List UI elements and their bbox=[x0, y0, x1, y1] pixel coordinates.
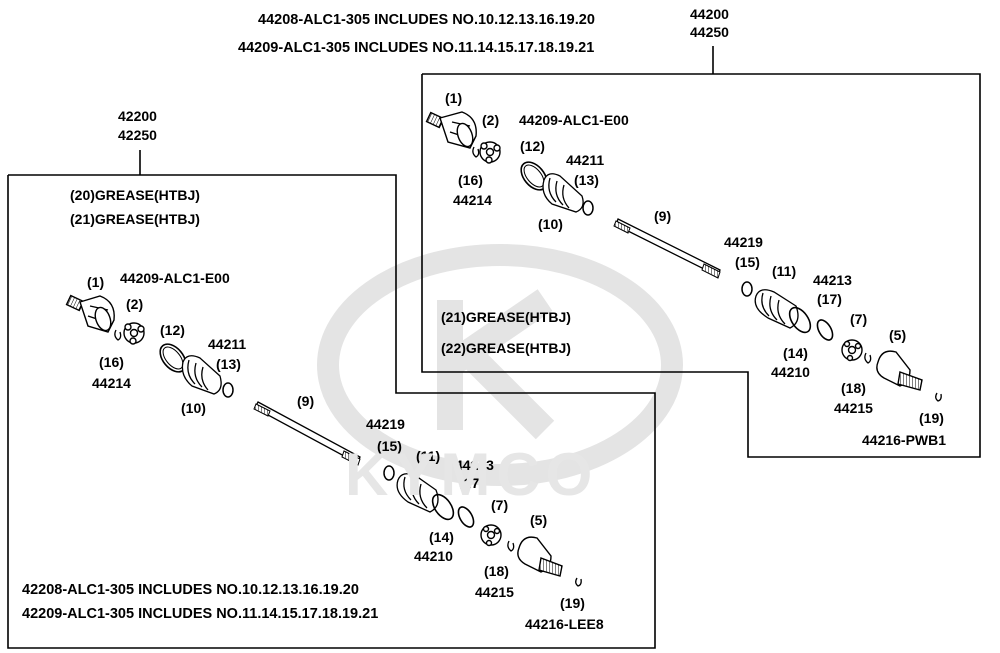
right-label-11: (11) bbox=[772, 263, 797, 279]
left-label-7: (7) bbox=[491, 497, 509, 513]
left-grease-b: (21)GREASE(HTBJ) bbox=[70, 211, 200, 227]
right-label-2: (2) bbox=[482, 112, 500, 128]
right-label-14: (14) bbox=[783, 345, 808, 361]
left-label-44219: 44219 bbox=[366, 416, 405, 432]
right-label-19: (19) bbox=[919, 410, 944, 426]
right-part-7-cage bbox=[841, 339, 863, 362]
right-label-10: (10) bbox=[538, 216, 563, 232]
left-label-44216: 44216-LEE8 bbox=[525, 616, 604, 632]
left-label-44209: 44209-ALC1-E00 bbox=[120, 270, 230, 286]
left-part-14-band bbox=[431, 493, 455, 521]
right-label-18: (18) bbox=[841, 380, 866, 396]
left-label-10: (10) bbox=[181, 400, 206, 416]
right-label-44209: 44209-ALC1-E00 bbox=[519, 112, 629, 128]
right-part-19-clip bbox=[935, 392, 942, 402]
left-assembly-frame bbox=[7, 174, 656, 649]
left-label-44211: 44211 bbox=[208, 336, 247, 352]
left-label-44215: 44215 bbox=[475, 584, 514, 600]
left-part-2-tripod bbox=[123, 322, 145, 345]
left-part-15-band bbox=[383, 465, 395, 481]
right-label-44216: 44216-PWB1 bbox=[862, 432, 947, 448]
left-label-13: (13) bbox=[216, 356, 241, 372]
right-part-number-a: 44200 bbox=[690, 6, 729, 22]
right-label-16: (16) bbox=[458, 172, 483, 188]
right-label-44210: 44210 bbox=[771, 364, 810, 380]
left-footer-line-2: 42209-ALC1-305 INCLUDES NO.11.14.15.17.1… bbox=[22, 606, 379, 622]
left-label-44210: 44210 bbox=[414, 548, 453, 564]
right-part-9-shaft bbox=[613, 218, 721, 279]
right-label-12: (12) bbox=[520, 138, 545, 154]
left-part-10-boot bbox=[181, 355, 222, 395]
right-header-line-1: 44208-ALC1-305 INCLUDES NO.10.12.13.16.1… bbox=[258, 12, 595, 28]
right-label-9: (9) bbox=[654, 208, 672, 224]
right-part-15-band bbox=[741, 281, 753, 297]
right-label-1: (1) bbox=[445, 90, 463, 106]
left-part-5-outer-joint bbox=[517, 536, 563, 577]
right-part-11-boot bbox=[754, 289, 799, 329]
left-label-12: (12) bbox=[160, 322, 185, 338]
left-label-5: (5) bbox=[530, 512, 548, 528]
right-label-44215: 44215 bbox=[834, 400, 873, 416]
left-part-16-clip bbox=[114, 329, 122, 341]
right-label-15: (15) bbox=[735, 254, 760, 270]
right-label-44219: 44219 bbox=[724, 234, 763, 250]
left-label-44213: 44213 bbox=[455, 457, 494, 473]
right-part-13-band bbox=[582, 200, 594, 216]
right-header-line-2: 44209-ALC1-305 INCLUDES NO.11.14.15.17.1… bbox=[238, 40, 595, 56]
left-label-1: (1) bbox=[87, 274, 105, 290]
left-label-44214: 44214 bbox=[92, 375, 131, 391]
left-label-14: (14) bbox=[429, 529, 454, 545]
left-part-17-circlip bbox=[457, 506, 475, 528]
right-grease-a: (21)GREASE(HTBJ) bbox=[441, 309, 571, 325]
watermark-text: KYMCO bbox=[345, 441, 599, 508]
left-label-19: (19) bbox=[560, 595, 585, 611]
left-label-2: (2) bbox=[126, 296, 144, 312]
right-part-2-tripod bbox=[479, 141, 501, 164]
right-label-44211: 44211 bbox=[566, 152, 605, 168]
right-part-18-clip bbox=[864, 352, 872, 364]
left-part-7-cage bbox=[480, 524, 502, 547]
right-label-7: (7) bbox=[850, 311, 868, 327]
right-grease-b: (22)GREASE(HTBJ) bbox=[441, 340, 571, 356]
left-footer-line-1: 42208-ALC1-305 INCLUDES NO.10.12.13.16.1… bbox=[22, 582, 359, 598]
right-label-17: (17) bbox=[817, 291, 842, 307]
left-label-9: (9) bbox=[297, 393, 315, 409]
left-part-19-clip bbox=[575, 577, 582, 587]
left-label-17: (17) bbox=[459, 475, 484, 491]
left-label-15: (15) bbox=[377, 438, 402, 454]
right-part-14-band bbox=[788, 306, 812, 334]
right-assembly-frame bbox=[421, 73, 981, 458]
right-part-17-circlip bbox=[816, 319, 834, 341]
left-part-9-shaft bbox=[253, 401, 361, 466]
left-part-number-a: 42200 bbox=[118, 108, 157, 124]
right-label-44214: 44214 bbox=[453, 192, 492, 208]
left-label-16: (16) bbox=[99, 354, 124, 370]
left-grease-a: (20)GREASE(HTBJ) bbox=[70, 187, 200, 203]
right-part-number-b: 44250 bbox=[690, 24, 729, 40]
left-part-18-clip bbox=[507, 540, 515, 552]
right-label-13: (13) bbox=[574, 172, 599, 188]
right-label-44213: 44213 bbox=[813, 272, 852, 288]
left-part-number-b: 42250 bbox=[118, 127, 157, 143]
left-part-11-boot bbox=[396, 473, 439, 513]
left-part-13-band bbox=[222, 382, 234, 398]
right-label-5: (5) bbox=[889, 327, 907, 343]
left-part-1-inner-joint bbox=[65, 294, 115, 333]
left-label-11: (11) bbox=[416, 448, 441, 464]
right-part-5-outer-joint bbox=[876, 350, 923, 391]
left-label-18: (18) bbox=[484, 563, 509, 579]
right-part-1-inner-joint bbox=[425, 111, 477, 149]
right-part-16-clip bbox=[472, 146, 480, 158]
